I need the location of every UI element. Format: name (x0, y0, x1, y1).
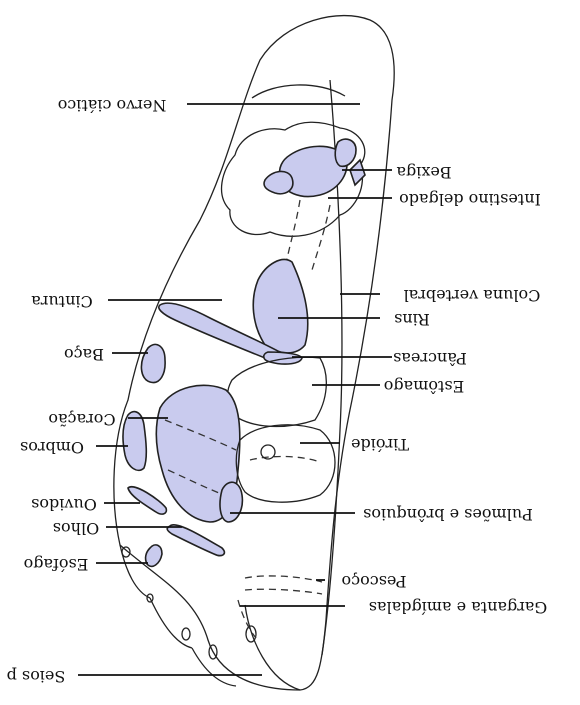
label-bexiga: Bexiga (396, 163, 452, 182)
eyes-shape (167, 525, 224, 556)
thyroid-ring (236, 425, 335, 502)
label-pescoco: Pescoço (342, 572, 407, 591)
label-seios: Seios p (7, 667, 66, 686)
shoulder-shape (123, 412, 146, 471)
label-nervo-ciatico: Nervo ciático (58, 96, 167, 115)
label-rins: Rins (394, 310, 430, 329)
label-estomago: Estômago (384, 377, 465, 396)
label-baco: Baço (64, 345, 104, 364)
organs (123, 122, 365, 638)
small-intestine-shape (264, 171, 293, 193)
toe-mark (182, 628, 190, 640)
stomach-outline (228, 357, 327, 426)
label-olhos: Olhos (53, 519, 99, 538)
label-pulmoes-bronquios: Pulmões e brônquios (363, 505, 533, 524)
label-coracao: Coração (48, 410, 115, 429)
kidney-shape (253, 260, 308, 353)
label-coluna-vertebral: Coluna vertebral (404, 286, 541, 305)
label-intestino-delgado: Intestino delgado (399, 190, 541, 209)
spleen-shape (141, 344, 165, 382)
ears-shape (128, 487, 166, 514)
label-garganta-amigdalas: Garganta e amígdalas (369, 598, 547, 617)
label-esofago: Esófago (24, 555, 89, 574)
lung-shape (220, 482, 242, 522)
label-ombros: Ombros (20, 438, 84, 457)
label-cintura: Cintura (31, 292, 93, 311)
label-pancreas: Pâncreas (393, 349, 467, 368)
label-ouvidos: Ouvidos (31, 495, 97, 514)
esophagus-shape (146, 545, 162, 567)
toes (120, 545, 256, 686)
toe-mark (246, 626, 256, 642)
label-tiroide: Tiróide (351, 435, 409, 454)
